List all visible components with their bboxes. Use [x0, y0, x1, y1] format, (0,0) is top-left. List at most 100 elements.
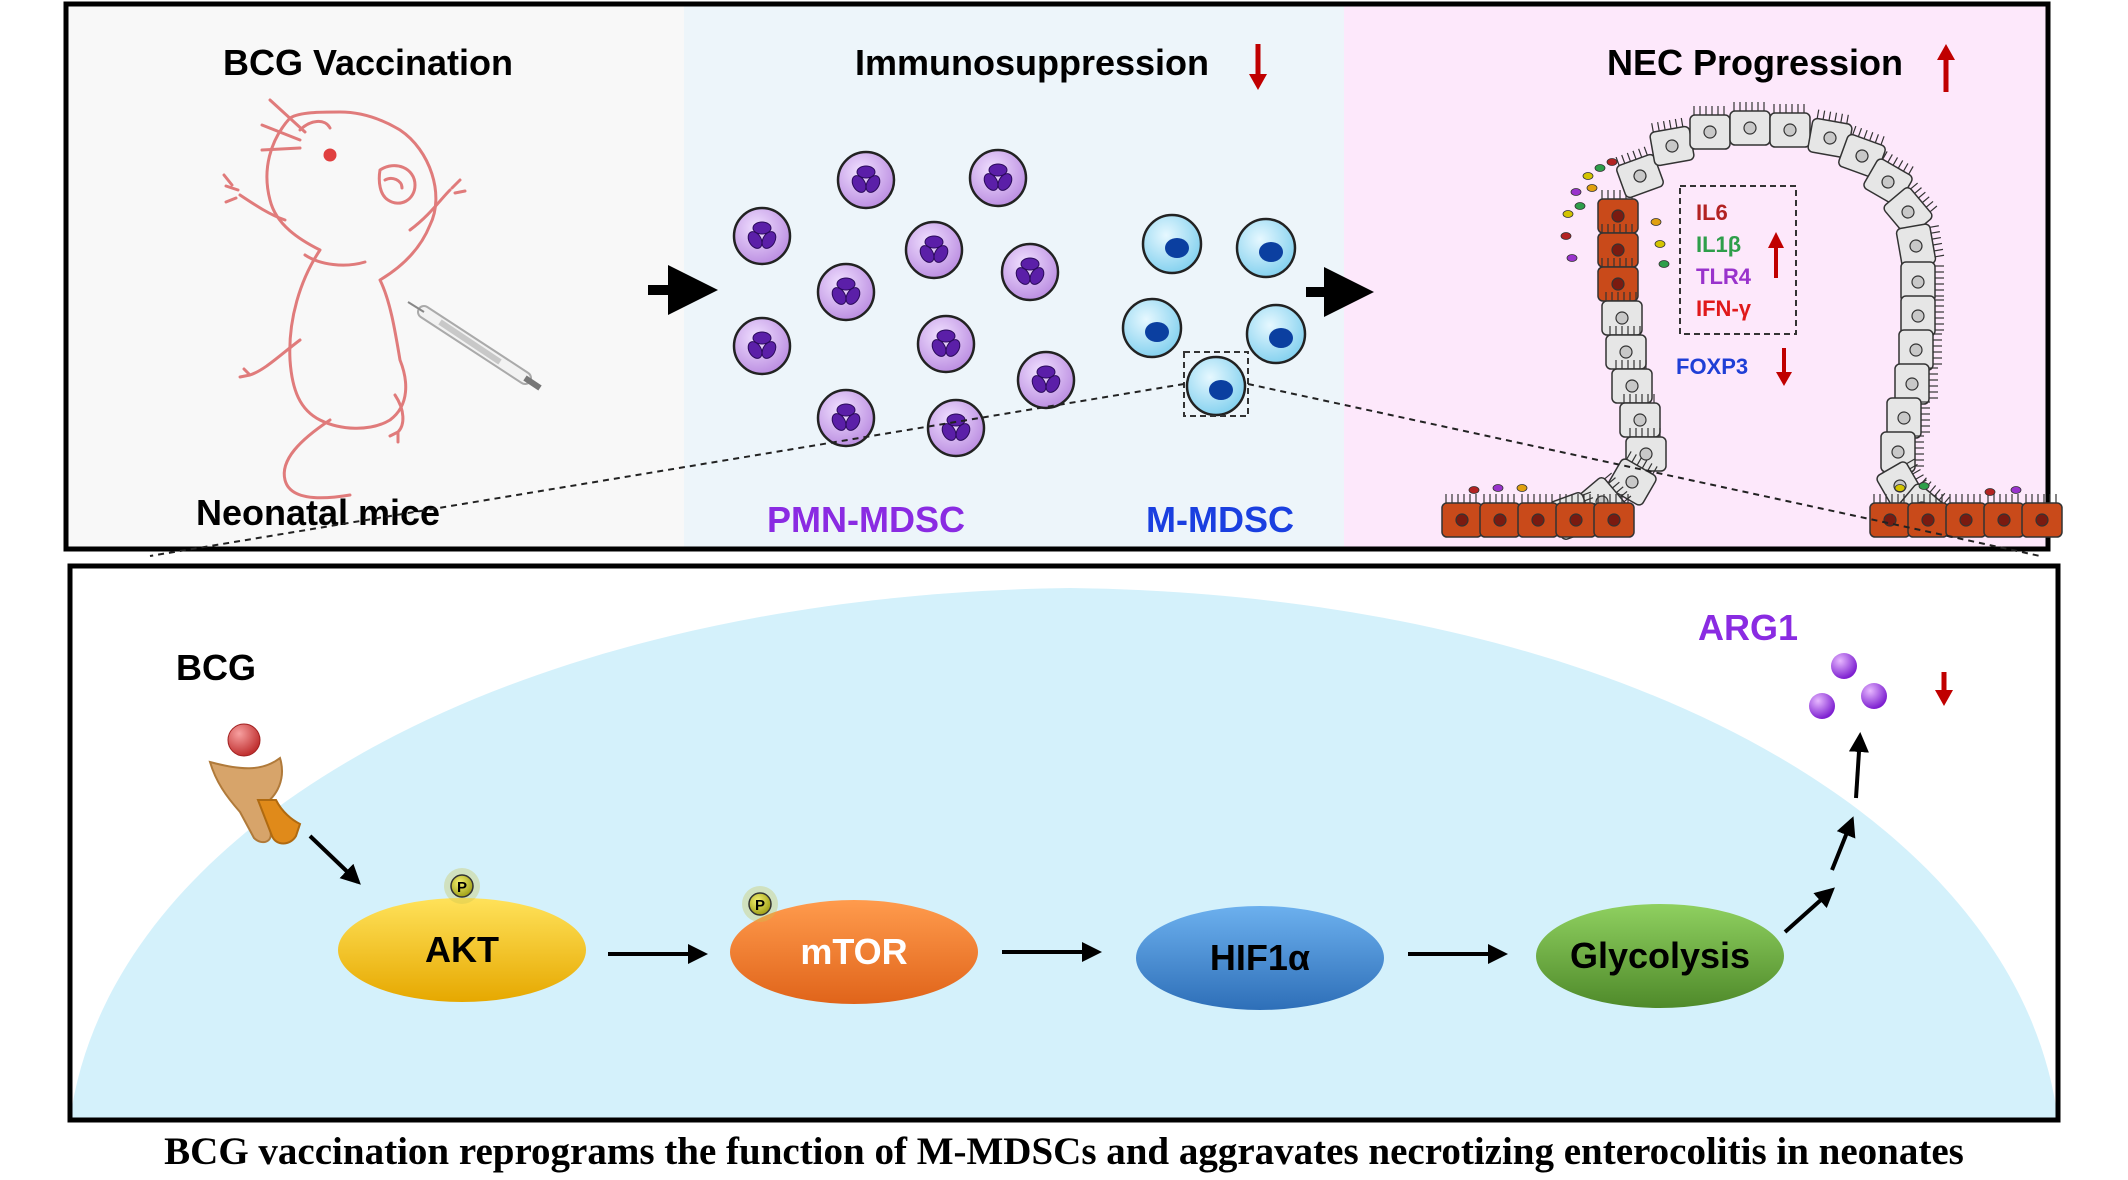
glycolysis-node-label: Glycolysis: [1570, 935, 1750, 976]
epithelial-cell: [1894, 363, 1938, 405]
epithelial-cell: [1900, 295, 1944, 337]
secreted-cytokine-particle: [1562, 210, 1574, 218]
epithelial-cell: [1807, 109, 1853, 159]
epithelial-cell: [1895, 223, 1945, 269]
damaged-epithelial-cell: [2021, 494, 2063, 538]
m-mdsc-cell: [1185, 355, 1247, 417]
epithelial-cell: [1886, 397, 1930, 439]
pmn-mdsc-cell-cluster: [732, 148, 1076, 458]
immunosuppression-down-arrow: [1249, 44, 1267, 90]
arg1-molecule: [1809, 693, 1835, 719]
glycolysis-node: Glycolysis: [1536, 904, 1784, 1008]
m-mdsc-cell: [1121, 297, 1183, 359]
epithelial-cell: [1729, 102, 1771, 146]
immunosuppression-title: Immunosuppression: [855, 42, 1209, 83]
pmn-mdsc-cell: [904, 220, 964, 280]
secreted-cytokine-particle: [2010, 486, 2022, 494]
pmn-mdsc-cell: [1000, 242, 1060, 302]
epithelial-cell: [1880, 431, 1924, 473]
secreted-cytokine-particle: [1492, 484, 1504, 492]
m-mdsc-label: M-MDSC: [1146, 499, 1294, 540]
nec-progression-title: NEC Progression: [1607, 42, 1903, 83]
epithelial-cell: [1615, 146, 1664, 199]
m-mdsc-cell: [1245, 303, 1307, 365]
figure-caption: BCG vaccination reprograms the function …: [164, 1130, 1964, 1173]
pmn-mdsc-cell: [926, 398, 986, 458]
cytokines-up-arrow: [1768, 232, 1784, 278]
secreted-cytokine-particle: [1918, 482, 1930, 490]
cytokine-il1b: IL1β: [1696, 232, 1741, 257]
mtor-node-label: mTOR: [800, 931, 907, 972]
arrow-bcg-to-akt: [308, 834, 361, 885]
pmn-mdsc-cell: [816, 388, 876, 448]
neonatal-mice-label: Neonatal mice: [196, 492, 440, 533]
pmn-mdsc-cell: [732, 206, 792, 266]
phosphorylation-icon: P: [742, 886, 778, 922]
epithelial-cell: [1900, 261, 1944, 303]
pmn-mdsc-cell: [968, 148, 1028, 208]
bottom-panel-border: [67, 563, 2061, 1123]
arrow-glycolysis-up-3: [1848, 732, 1869, 799]
secreted-cytokine-particle: [1984, 488, 1996, 496]
arg1-molecule: [1861, 683, 1887, 709]
epithelial-cell: [1689, 106, 1731, 150]
akt-node: AKT: [338, 898, 586, 1002]
secreted-cytokine-particle: [1586, 184, 1598, 192]
m-mdsc-cell: [1235, 217, 1297, 279]
left-section-bg: [66, 4, 684, 549]
damaged-epithelial-cell: [1945, 494, 1987, 538]
neonatal-mouse-illustration: [222, 98, 467, 500]
secreted-cytokine-particle: [1594, 164, 1606, 172]
nec-progression-up-arrow: [1937, 44, 1955, 92]
secreted-cytokine-particle: [1606, 158, 1618, 166]
secreted-cytokine-particle: [1516, 484, 1528, 492]
secreted-cytokine-particle: [1650, 218, 1662, 226]
arg1-molecule: [1831, 653, 1857, 679]
arg1-label: ARG1: [1698, 607, 1798, 648]
bcg-receptor-icon: [208, 723, 302, 845]
epithelial-cell: [1883, 182, 1938, 237]
m-mdsc-cell-cluster: [1121, 213, 1307, 417]
secreted-cytokine-particle: [1560, 232, 1572, 240]
arrow-glycolysis-up-2: [1830, 816, 1856, 871]
cytokine-box: [1679, 185, 1797, 335]
secreted-cytokine-particle: [1574, 202, 1586, 210]
secreted-cytokine-particle: [1658, 260, 1670, 268]
signaling-pathway: AKT mTOR HIF1α Glycolysis P P: [338, 868, 1784, 1010]
damaged-epithelial-cell: [1479, 494, 1521, 538]
secreted-cytokine-particle: [1566, 254, 1578, 262]
pmn-mdsc-cell: [732, 316, 792, 376]
epithelial-cell: [1898, 329, 1942, 371]
secreted-cytokine-particle: [1468, 486, 1480, 494]
pmn-mdsc-cell: [816, 262, 876, 322]
foxp3-down-arrow: [1776, 348, 1792, 386]
mtor-node: mTOR: [730, 900, 978, 1004]
arg1-down-arrow: [1935, 672, 1953, 706]
secreted-cytokine-particle: [1570, 188, 1582, 196]
syringe-icon: [407, 301, 542, 391]
secreted-cytokine-particle: [1582, 172, 1594, 180]
phospho-label: P: [457, 879, 467, 896]
secreted-cytokine-particle: [1894, 484, 1906, 492]
foxp3-label: FOXP3: [1676, 354, 1748, 379]
m-mdsc-cell: [1141, 213, 1203, 275]
hif1a-node-label: HIF1α: [1210, 937, 1310, 978]
phospho-label: P: [755, 897, 765, 914]
intestinal-villus-illustration: [1441, 102, 2063, 540]
damaged-epithelial-cell: [1593, 494, 1635, 538]
hif1a-node: HIF1α: [1136, 906, 1384, 1010]
zoom-line-left: [149, 383, 1185, 557]
akt-node-label: AKT: [425, 929, 499, 970]
cytokine-il6: IL6: [1696, 200, 1728, 225]
arrow-glycolysis-up-1: [1783, 887, 1835, 934]
cytokine-tlr4: TLR4: [1696, 264, 1752, 289]
phosphorylation-icon: P: [444, 868, 480, 904]
epithelial-cell: [1769, 104, 1811, 148]
epithelial-cell: [1607, 451, 1658, 506]
secreted-cytokine-particle: [1654, 240, 1666, 248]
zoom-line-right: [1247, 383, 2041, 557]
damaged-epithelial-cell: [1597, 258, 1639, 302]
